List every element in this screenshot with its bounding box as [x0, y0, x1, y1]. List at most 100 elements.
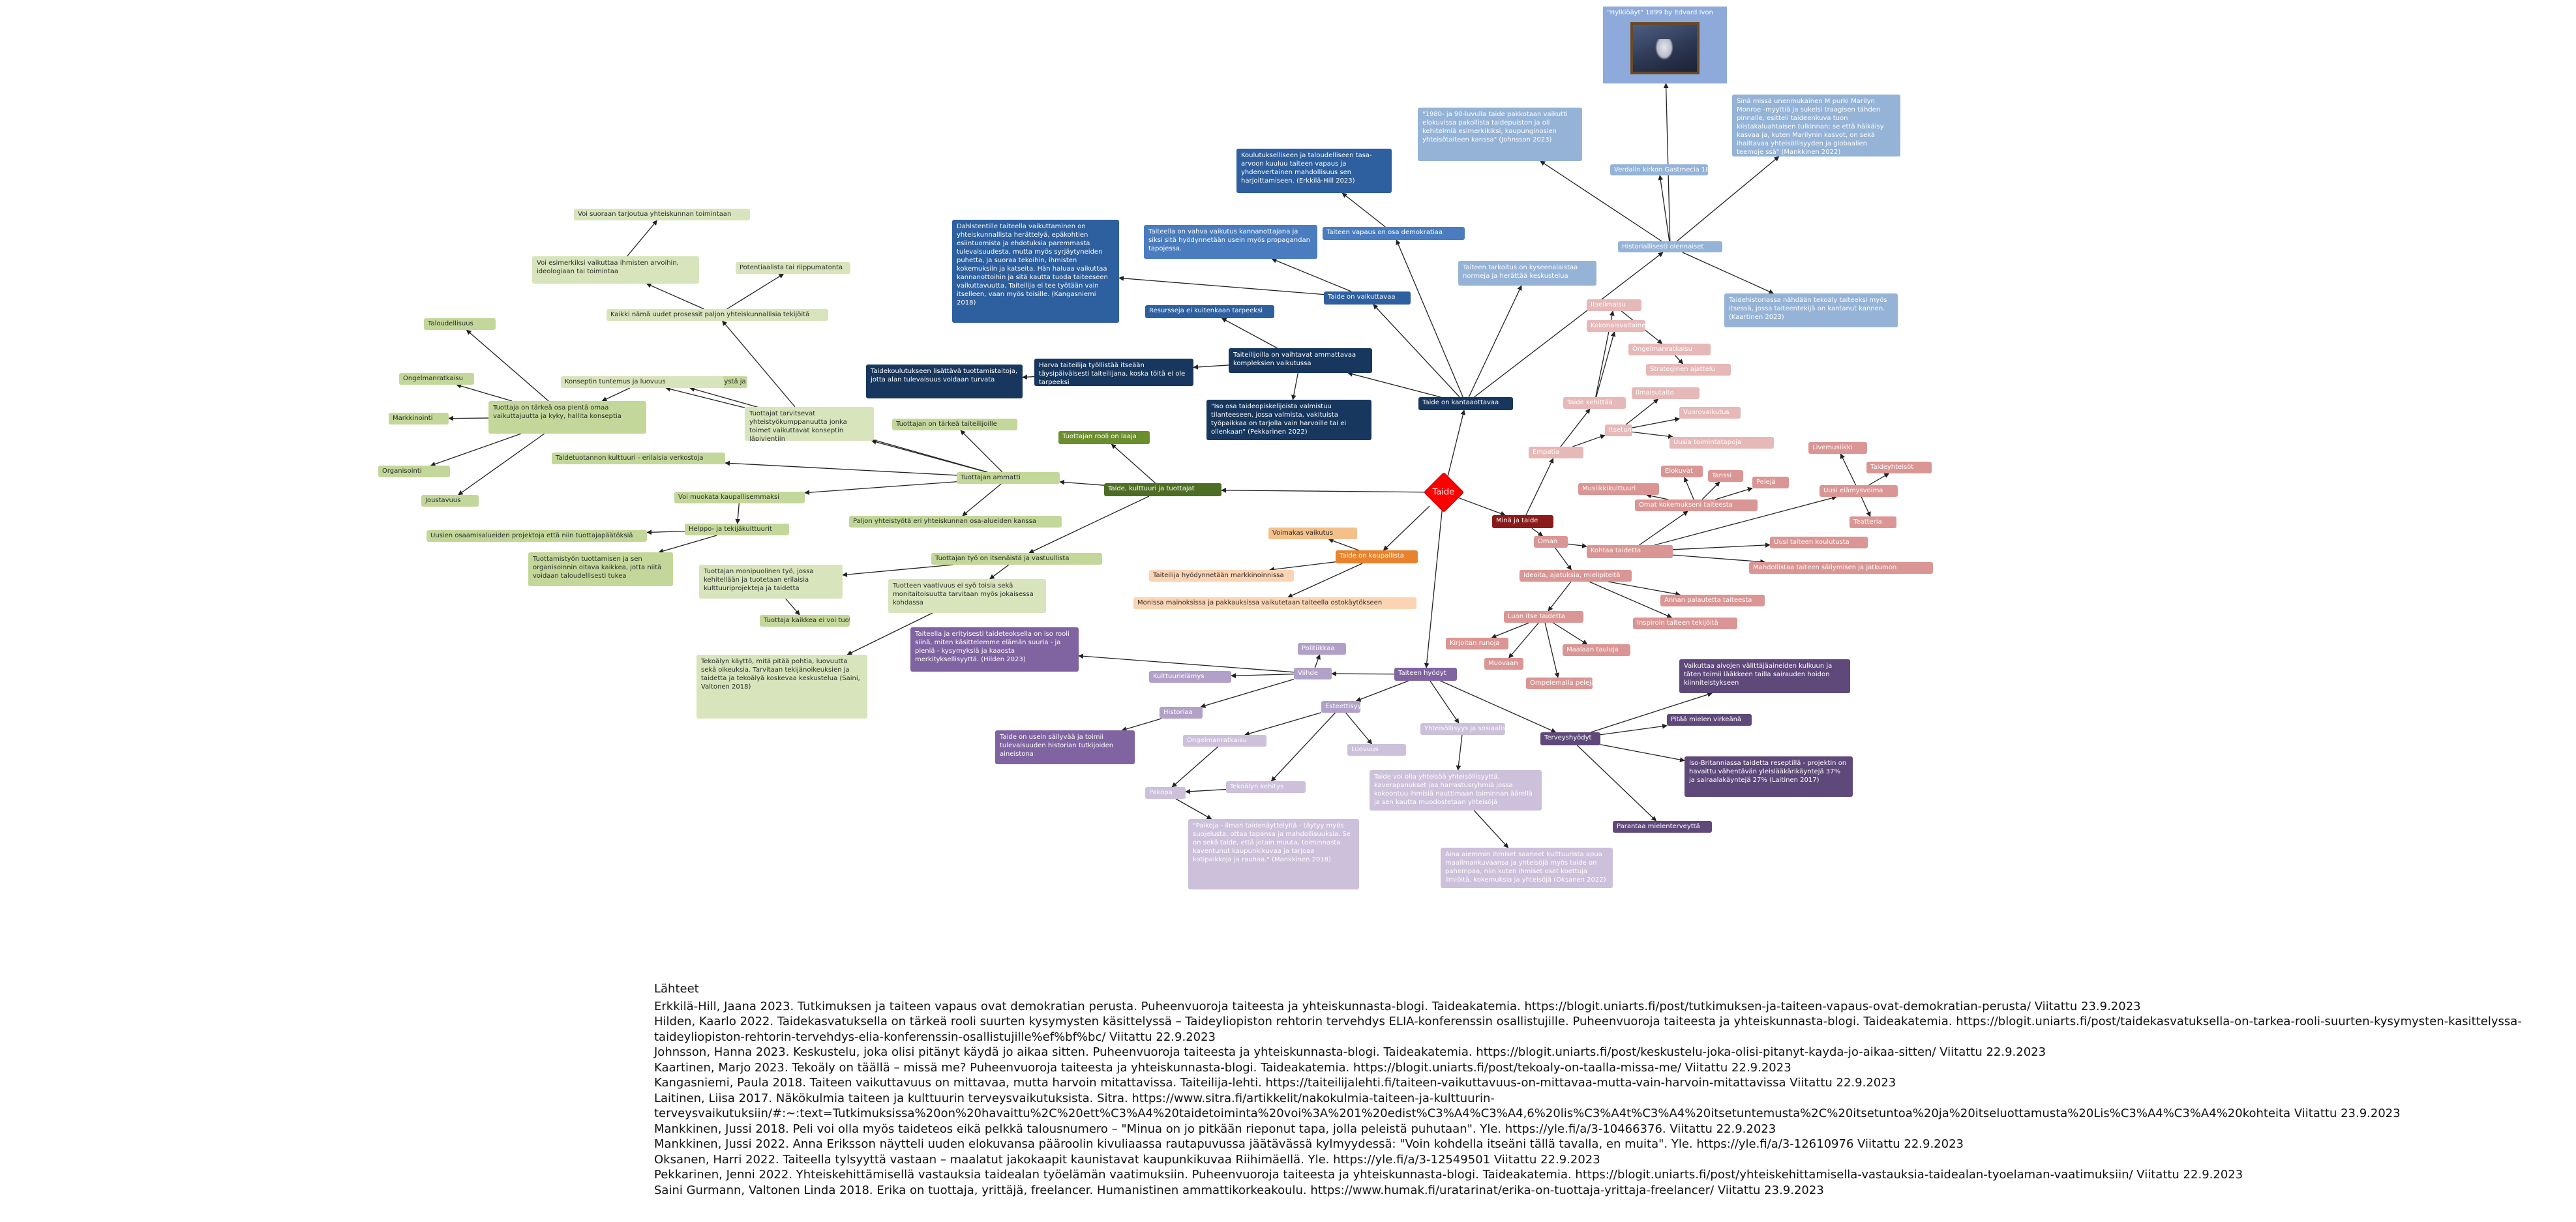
mindmap-node[interactable]: Taide kehittää	[1563, 397, 1626, 409]
mindmap-node[interactable]: Annan palautetta taiteesta	[1660, 595, 1765, 606]
mindmap-node[interactable]: Dahlstentille taiteella vaikuttaminen on…	[952, 220, 1119, 323]
mindmap-node[interactable]: Ongelmanratkaisu	[399, 373, 474, 385]
mindmap-node[interactable]: Livemusiikki	[1808, 442, 1867, 454]
mindmap-node[interactable]: Vaikuttaa aivojen välittäjäaineiden kulk…	[1679, 659, 1850, 693]
mindmap-node[interactable]: Uusi taiteen koulutusta	[1770, 537, 1868, 548]
mindmap-node[interactable]: Taiteilija hyödynnetään markkinoinnissa	[1149, 570, 1294, 582]
mindmap-node[interactable]: Tuottajan monipuolinen työ, jossa kehite…	[699, 565, 843, 599]
mindmap-node[interactable]: Pelejä	[1752, 477, 1789, 488]
mindmap-node[interactable]: Taiteella ja erityisesti taideteoksella …	[910, 627, 1079, 672]
mindmap-node[interactable]: Tuottajan on tärkeä taiteilijoille	[892, 419, 1017, 430]
mindmap-node[interactable]: Kaikki nämä uudet prosessit paljon yhtei…	[607, 309, 828, 321]
mindmap-node[interactable]: Konseptin tuntemus ja luovuus	[561, 376, 724, 388]
mindmap-node[interactable]: Taideyhteisöt	[1866, 462, 1932, 473]
mindmap-node[interactable]: Uusi elämysvoima	[1820, 485, 1898, 497]
mindmap-node[interactable]: Ompelemalla pelejä	[1526, 678, 1593, 689]
mindmap-node[interactable]: Minä ja taide	[1492, 515, 1553, 528]
mindmap-node[interactable]: Voimakas vaikutus	[1268, 528, 1357, 539]
mindmap-node[interactable]: Maalaan tauluja	[1563, 644, 1630, 656]
mindmap-node[interactable]: Taide, kulttuuri ja tuottajat	[1104, 483, 1221, 496]
mindmap-node[interactable]: Taiteen vapaus on osa demokratiaa	[1323, 227, 1465, 240]
painting-image-node[interactable]: "Hylkiöäyt" 1899 by Edvard Ivon	[1603, 7, 1727, 83]
mindmap-node[interactable]: Ilmaisutaito	[1632, 387, 1700, 399]
mindmap-node[interactable]: Verdalin kirkon Gastmecia 1899	[1610, 164, 1708, 175]
mindmap-node[interactable]: Kulttuurielämys	[1149, 671, 1231, 683]
mindmap-node[interactable]: Ongelmanratkaisu	[1628, 344, 1711, 355]
mindmap-node[interactable]: Sinä missä unenmukainen M purki Marilyn …	[1732, 95, 1900, 156]
mindmap-node[interactable]: Taidehistoriassa nähdään tekoäly taiteek…	[1724, 293, 1898, 327]
mindmap-node[interactable]: Taiteilijoilla on vaihtavat ammattavaa k…	[1229, 348, 1372, 373]
mindmap-node[interactable]: Tuottaja kaikkea ei voi tuottaa verkossa	[760, 615, 850, 627]
mindmap-node[interactable]: Pakopa	[1145, 787, 1186, 799]
mindmap-node[interactable]: "Paikoja - ilman taidenäyttelyitä - täyt…	[1188, 819, 1359, 889]
mindmap-node[interactable]: Itsetunto	[1605, 425, 1632, 436]
mindmap-node[interactable]: Taidetuotannon kulttuuri - erilaisia ver…	[552, 453, 725, 464]
mindmap-node[interactable]: Markkinointi	[389, 413, 449, 425]
mindmap-node[interactable]: Historiallisesti olennaiset	[1618, 241, 1722, 252]
mindmap-node[interactable]: Harva taiteilija työllistää itseään täys…	[1034, 359, 1193, 386]
mindmap-node[interactable]: Luovuus	[1347, 744, 1406, 756]
mindmap-node[interactable]: Muovaan	[1484, 658, 1523, 670]
mindmap-node[interactable]: Kohtaa taidetta	[1587, 545, 1673, 558]
mindmap-node[interactable]: Voi muokata kaupallisemmaksi	[674, 492, 805, 503]
mindmap-node[interactable]: Aina aiemmin ihmiset saaneet kulttuurist…	[1441, 848, 1613, 888]
mindmap-node[interactable]: Organisointi	[378, 466, 450, 477]
mindmap-node[interactable]: Taiteen tarkoitus on kyseenalaistaa norm…	[1458, 261, 1596, 286]
mindmap-node[interactable]: Tuottajan ammatti	[957, 472, 1060, 484]
mindmap-node[interactable]: Iso-Britanniassa taidetta reseptillä - p…	[1685, 756, 1853, 797]
mindmap-node[interactable]: Taiteen hyödyt	[1394, 668, 1457, 681]
mindmap-node[interactable]: Tekoälyn käyttö, mitä pitää pohtia, luov…	[696, 655, 867, 719]
mindmap-node[interactable]: Strateginen ajattelu	[1646, 364, 1731, 376]
mindmap-node[interactable]: Terveyshyödyt	[1540, 732, 1600, 745]
mindmap-node[interactable]: Taide on usein säilyvää ja toimii tuleva…	[995, 730, 1135, 764]
mindmap-node[interactable]: Taloudellisuus	[424, 318, 496, 330]
mindmap-node[interactable]: Tuottajan rooli on laaja	[1058, 431, 1150, 444]
mindmap-node[interactable]: Taiteella on vahva vaikutus kannanottaja…	[1144, 225, 1317, 259]
mindmap-node[interactable]: Monissa mainoksissa ja pakkauksissa vaik…	[1133, 597, 1416, 609]
mindmap-node[interactable]: Oman	[1534, 536, 1568, 548]
mindmap-node[interactable]: Kokonaisvaltainen	[1587, 320, 1645, 332]
mindmap-node[interactable]: Luon itse taidetta	[1504, 611, 1583, 623]
mindmap-node[interactable]: Politiikkaa	[1298, 643, 1346, 655]
mindmap-node[interactable]: Tuottamistyön tuottamisen ja sen organis…	[528, 552, 673, 586]
mindmap-node[interactable]: Tekoälyn kehitys	[1226, 781, 1306, 793]
mindmap-node[interactable]: Taidekoulutukseen lisättävä tuottamistai…	[866, 365, 1023, 398]
mindmap-node[interactable]: Itseilmaisu	[1587, 299, 1641, 311]
mindmap-node[interactable]: Potentiaalista tai riippumatonta	[736, 262, 850, 274]
mindmap-node[interactable]: Taide on kaupallista	[1336, 550, 1418, 563]
mindmap-node[interactable]: Tuottajat tarvitsevat yhteistyökumppanuu…	[745, 407, 874, 441]
mindmap-node[interactable]: Kirjoitan runoja	[1446, 638, 1508, 649]
mindmap-node[interactable]: Taide on kantaaottavaa	[1418, 397, 1513, 410]
mindmap-node[interactable]: Koulutukselliseen ja taloudelliseen tasa…	[1236, 149, 1392, 193]
mindmap-node[interactable]: Resursseja ei kuitenkaan tarpeeksi	[1145, 305, 1274, 318]
mindmap-node[interactable]: Joustavuus	[421, 495, 479, 507]
mindmap-node[interactable]: Musiikkikulttuuri	[1578, 483, 1659, 495]
mindmap-node[interactable]: Empatia	[1529, 447, 1583, 458]
mindmap-node[interactable]: Uusia toimintatapoja	[1670, 437, 1774, 449]
mindmap-node[interactable]: Uusien osaamisalueiden projektoja että n…	[427, 530, 647, 542]
mindmap-node[interactable]: Teatteria	[1850, 516, 1896, 528]
mindmap-node[interactable]: Elokuvat	[1661, 466, 1703, 477]
mindmap-node[interactable]: Pitää mielen virkeänä	[1667, 714, 1752, 726]
mindmap-node[interactable]: Taide voi olla yhteisöä yhteisöllisyyttä…	[1370, 770, 1542, 811]
mindmap-node[interactable]: Esteettisyys	[1321, 701, 1360, 713]
mindmap-node[interactable]: Viihde	[1294, 668, 1332, 679]
mindmap-node[interactable]: Tuottaja on tärkeä osa pientä omaa vaiku…	[488, 401, 646, 434]
mindmap-node[interactable]: Tanssi	[1708, 470, 1743, 482]
mindmap-node[interactable]: Paljon yhteistyötä eri yhteiskunnan osa-…	[849, 516, 1062, 528]
mindmap-node[interactable]: Taide on vaikuttavaa	[1324, 291, 1411, 305]
mindmap-node[interactable]: Ongelmanratkaisu	[1183, 735, 1266, 747]
mindmap-node[interactable]: Voi suoraan tarjoutua yhteiskunnan toimi…	[574, 209, 750, 220]
mindmap-node[interactable]: Yhteisöllisyys ja sosiaalisuus	[1420, 723, 1505, 735]
mindmap-node[interactable]: Mahdollistaa taiteen säilymisen ja jatku…	[1749, 562, 1933, 574]
mindmap-node[interactable]: Tuottajan työ on itsenäistä ja vastuulli…	[931, 553, 1102, 565]
mindmap-node[interactable]: Voi esimerkiksi vaikuttaa ihmisten arvoi…	[532, 256, 699, 284]
mindmap-node[interactable]: Vuorovaikutus	[1679, 407, 1741, 419]
mindmap-node[interactable]: Ideoita, ajatuksia, mielipiteitä	[1520, 570, 1632, 582]
mindmap-node[interactable]: "1980- ja 90-luvulla taide pakkotaan vai…	[1418, 108, 1582, 161]
mindmap-node[interactable]: "Iso osa taideopiskelijoista valmistuu t…	[1206, 400, 1371, 440]
mindmap-node[interactable]: Omat kokemukseni taiteesta	[1635, 499, 1758, 511]
mindmap-node[interactable]: Historiaa	[1160, 707, 1203, 719]
mindmap-node[interactable]: Helppo- ja tekijäkulttuurit	[685, 524, 789, 535]
mindmap-node[interactable]: Inspiroin taiteen tekijöitä	[1633, 618, 1737, 629]
